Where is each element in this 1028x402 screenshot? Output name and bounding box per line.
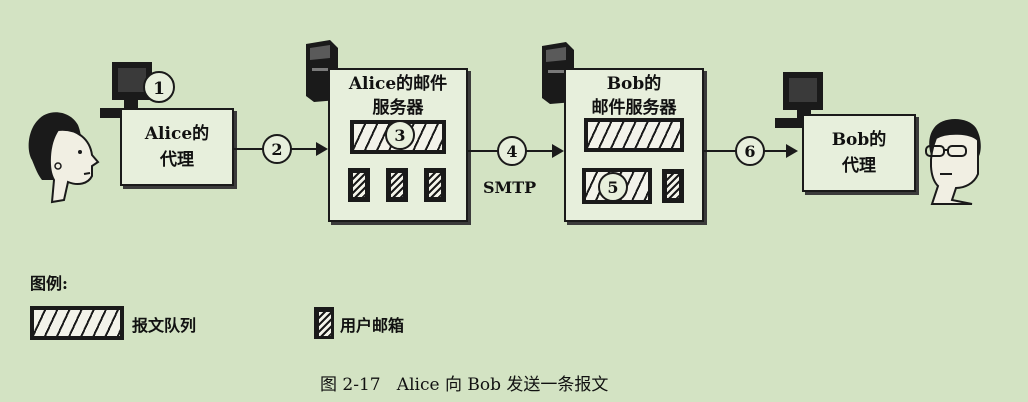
step-1-marker: 1 [143,71,175,103]
alice-server-label-2: 服务器 [372,98,424,118]
step-6-marker: 6 [735,136,765,166]
alice-server-box: Alice的邮件 服务器 [328,68,468,222]
bob-agent-label-1: Bob的 [831,130,887,150]
alice-person-icon [28,112,100,204]
bob-server-box: Bob的 邮件服务器 [564,68,704,222]
legend-queue-icon [30,306,124,340]
bob-server-label-1: Bob的 [606,74,662,94]
alice-mailbox-1 [348,168,370,202]
step-2-marker: 2 [262,134,292,164]
alice-server-label-1: Alice的邮件 [348,74,448,94]
alice-agent-box: Alice的 代理 [120,108,234,186]
bob-server-label-2: 邮件服务器 [591,98,677,118]
legend-title: 图例: [30,274,68,293]
alice-mailbox-2 [386,168,408,202]
bob-agent-label-2: 代理 [842,156,876,176]
smtp-label: SMTP [483,178,537,197]
bob-message-queue [584,118,684,152]
step-4-marker: 4 [497,136,527,166]
legend-mailbox-label: 用户邮箱 [340,316,405,335]
alice-agent-label-2: 代理 [160,150,194,170]
bob-person-icon [925,119,981,205]
alice-agent-label-1: Alice的 [144,124,210,144]
legend-queue-label: 报文队列 [132,316,197,335]
alice-mailbox-3 [424,168,446,202]
bob-mailbox-2 [662,169,684,203]
step-5-marker: 5 [598,172,628,202]
legend-mailbox-icon [314,307,334,339]
bob-computer-icon [775,72,823,128]
bob-agent-box: Bob的 代理 [802,114,916,192]
figure-caption: 图 2-17 Alice 向 Bob 发送一条报文 [320,375,609,395]
step-3-marker: 3 [385,120,415,150]
